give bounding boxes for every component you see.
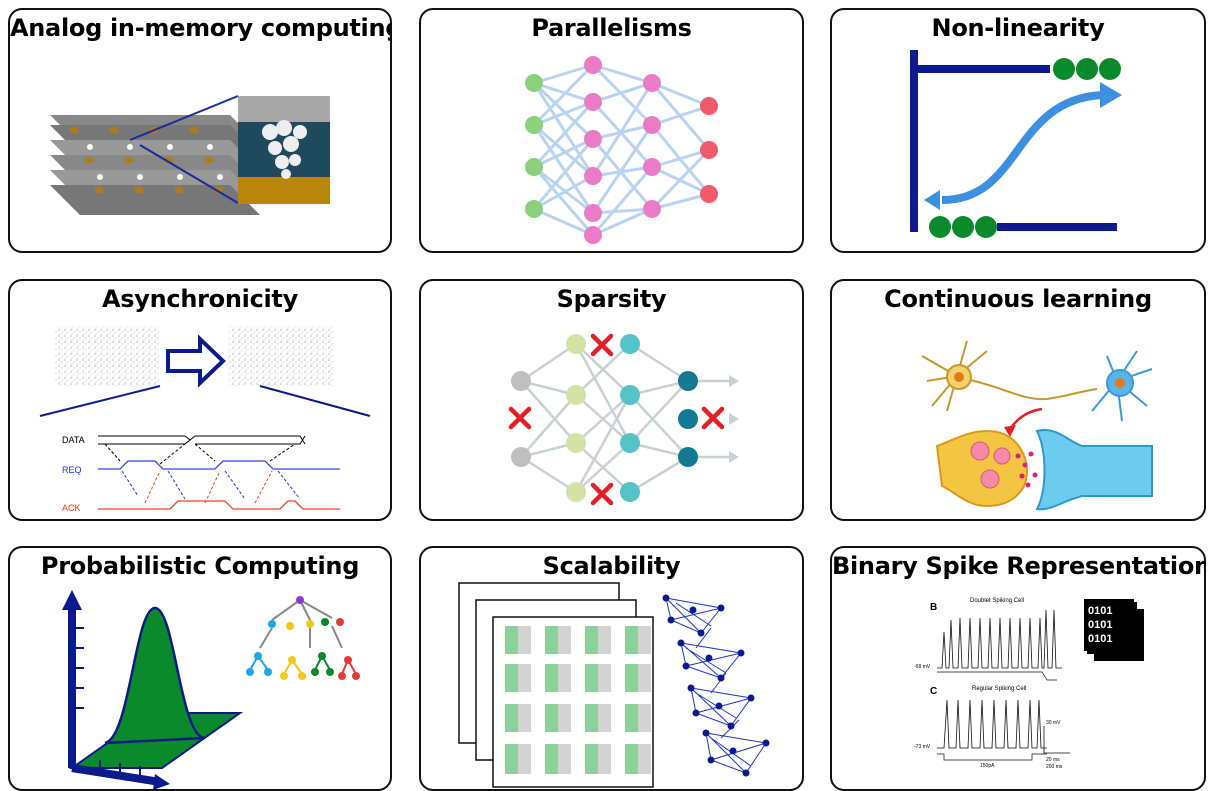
panel-title: Asynchronicity	[102, 285, 298, 313]
trace-c-title: Regular Spiking Cell	[972, 686, 1026, 692]
async-handshake-diagram: DATA REQ ACK	[39, 326, 371, 513]
panel-title: Sparsity	[556, 285, 667, 313]
neural-network-diagram	[525, 56, 718, 244]
scale-voltage-label: 30 mV	[1046, 720, 1061, 726]
memristor-cross-section	[238, 96, 330, 204]
panel-scalability: Scalability	[419, 546, 804, 791]
panel-title: Non-linearity	[931, 14, 1105, 42]
sparse-network-diagram	[508, 333, 739, 506]
synapse-illustration	[921, 340, 1153, 511]
trace-c-letter: C	[930, 686, 937, 697]
spike-trace-figure: B Doublet Spiking Cell -68 mV C Regular …	[914, 598, 1144, 770]
tiled-cores-illustration	[458, 582, 770, 788]
panel-title: Continuous learning	[884, 285, 1152, 313]
panel-analog-in-memory-computing: Analog in-memory computing	[8, 8, 392, 253]
scale-time-label: 20 ms	[1046, 757, 1060, 763]
panel-title: Parallelisms	[531, 14, 692, 42]
trace-c-current: 150pA	[980, 763, 995, 769]
trace-b-letter: B	[930, 602, 937, 613]
panel-binary-spike-representation: Binary Spike Representation B Doublet Sp…	[830, 546, 1206, 791]
panel-sparsity: Sparsity	[419, 279, 804, 521]
panel-title: Analog in-memory computing	[10, 14, 392, 42]
panel-title: Scalability	[542, 552, 681, 580]
req-signal-label: REQ	[62, 465, 82, 475]
panel-parallelisms: Parallelisms	[419, 8, 804, 253]
crossbar-stack	[50, 115, 260, 215]
bit-row: 0101	[1088, 619, 1112, 631]
crossbar-array-illustration	[50, 95, 330, 215]
scale-bottom-label: 200 ms	[1046, 764, 1063, 770]
pruned-marks	[508, 333, 725, 506]
ack-signal-label: ACK	[62, 503, 81, 513]
panel-non-linearity: Non-linearity	[830, 8, 1206, 253]
panel-title: Binary Spike Representation	[832, 552, 1206, 580]
bit-row: 0101	[1088, 605, 1112, 617]
trace-c-voltage: -73 mV	[914, 744, 931, 750]
network-cluster	[665, 597, 767, 774]
panel-probabilistic-computing: Probabilistic Computing	[8, 546, 392, 791]
binary-stack-icon: 0101 0101 0101	[1084, 599, 1144, 661]
probability-distribution-illustration	[62, 590, 360, 789]
data-signal-label: DATA	[62, 435, 85, 445]
trace-b-voltage: -68 mV	[914, 664, 931, 670]
trace-b-title: Doublet Spiking Cell	[970, 598, 1024, 604]
panel-title: Probabilistic Computing	[40, 552, 360, 580]
bit-row: 0101	[1088, 633, 1112, 645]
hysteresis-diagram	[910, 50, 1122, 238]
panel-continuous-learning: Continuous learning	[830, 279, 1206, 521]
panel-asynchronicity: Asynchronicity DATA REQ ACK	[8, 279, 392, 521]
